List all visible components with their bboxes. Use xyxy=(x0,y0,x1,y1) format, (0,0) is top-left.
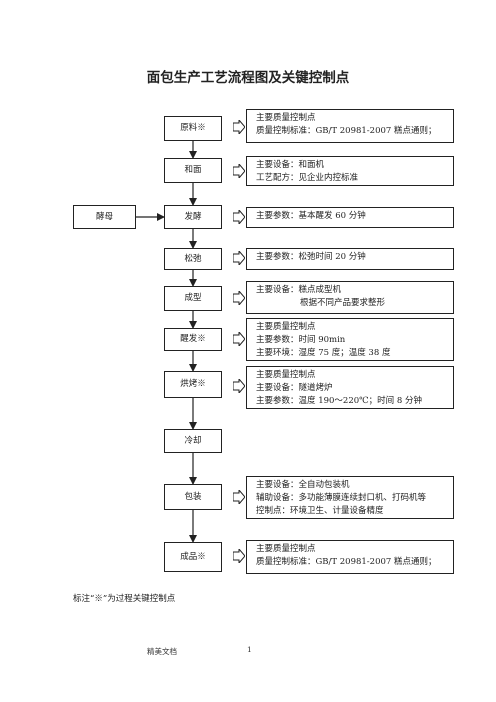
yeast-box: 酵母 xyxy=(73,205,136,229)
info-line: 主要质量控制点 xyxy=(256,322,316,332)
step-label: 和面 xyxy=(184,165,202,175)
step-label: 原料※ xyxy=(180,123,206,133)
step-label: 松弛 xyxy=(184,253,202,264)
step-label: 成品※ xyxy=(180,551,206,562)
info-baking: 主要质量控制点 主要设备：隧道烤炉 主要参数：温度 190～220℃；时间 8 … xyxy=(246,366,454,409)
info-line: 主要质量控制点 xyxy=(256,544,316,554)
legend-note: 标注“※”为过程关键控制点 xyxy=(73,594,176,604)
step-label: 包装 xyxy=(184,491,202,502)
info-line: 主要参数：松弛时间 20 分钟 xyxy=(256,252,366,262)
step-label: 发酵 xyxy=(184,211,202,222)
info-line: 质量控制标准：GB/T 20981-2007 糕点通则； xyxy=(256,126,437,136)
page-number: 1 xyxy=(247,645,252,654)
page-title: 面包生产工艺流程图及关键控制点 xyxy=(146,70,350,86)
info-finished-product: 主要质量控制点 质量控制标准：GB/T 20981-2007 糕点通则； xyxy=(246,540,454,574)
step-label: 冷却 xyxy=(184,435,202,446)
step-dough-mixing: 和面 xyxy=(164,158,222,183)
info-line: 工艺配方：见企业内控标准 xyxy=(256,173,359,183)
info-shaping: 主要设备：糕点成型机 根据不同产品要求整形 xyxy=(246,281,454,314)
info-line: 主要质量控制点 xyxy=(256,113,316,123)
step-packaging: 包装 xyxy=(164,484,222,510)
info-line: 主要设备：和面机 xyxy=(256,160,325,170)
footer-label: 精美文档 xyxy=(147,647,177,656)
info-line: 主要环境：湿度 75 度；温度 38 度 xyxy=(256,348,391,358)
step-proofing: 醒发※ xyxy=(164,328,222,351)
info-raw-material: 主要质量控制点 质量控制标准：GB/T 20981-2007 糕点通则； xyxy=(246,109,454,143)
step-fermentation: 发酵 xyxy=(164,205,222,229)
step-relaxation: 松弛 xyxy=(164,248,222,270)
step-cooling: 冷却 xyxy=(164,429,222,453)
step-shaping: 成型 xyxy=(164,286,222,311)
step-raw-material: 原料※ xyxy=(164,116,222,141)
yeast-label: 酵母 xyxy=(95,211,113,222)
info-line: 主要参数：基本醒发 60 分钟 xyxy=(256,211,366,221)
info-line: 辅助设备：多功能薄膜连续封口机、打码机等 xyxy=(256,493,427,503)
info-packaging: 主要设备：全自动包装机 辅助设备：多功能薄膜连续封口机、打码机等 控制点：环境卫… xyxy=(246,476,454,519)
step-finished-product: 成品※ xyxy=(164,542,222,572)
step-baking: 烘烤※ xyxy=(164,371,222,398)
info-line: 主要参数：温度 190～220℃；时间 8 分钟 xyxy=(256,396,422,406)
step-label: 醒发※ xyxy=(180,334,206,344)
info-line: 主要设备：糕点成型机 xyxy=(256,285,342,295)
info-line: 主要参数：时间 90min xyxy=(256,335,346,345)
info-proofing: 主要质量控制点 主要参数：时间 90min 主要环境：湿度 75 度；温度 38… xyxy=(246,318,454,361)
info-fermentation: 主要参数：基本醒发 60 分钟 xyxy=(246,207,454,228)
info-line: 质量控制标准：GB/T 20981-2007 糕点通则； xyxy=(256,557,437,567)
info-relaxation: 主要参数：松弛时间 20 分钟 xyxy=(246,248,454,270)
info-line: 主要质量控制点 xyxy=(256,370,316,380)
info-dough-mixing: 主要设备：和面机 工艺配方：见企业内控标准 xyxy=(246,156,454,186)
info-line: 主要设备：隧道烤炉 xyxy=(256,383,333,393)
step-label: 烘烤※ xyxy=(180,379,206,389)
step-label: 成型 xyxy=(184,293,202,303)
info-line: 控制点：环境卫生、计量设备精度 xyxy=(256,506,384,516)
info-line: 主要设备：全自动包装机 xyxy=(256,480,350,490)
info-line: 根据不同产品要求整形 xyxy=(300,298,386,308)
